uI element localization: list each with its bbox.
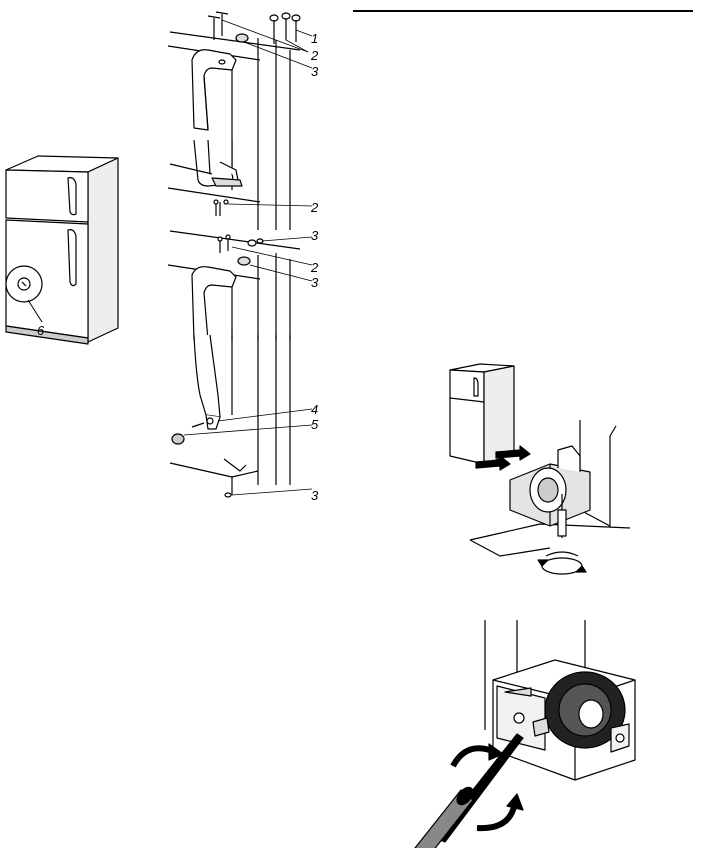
callout-1: 1 xyxy=(311,31,319,46)
section-divider xyxy=(353,10,693,12)
refrigerator-overview-figure xyxy=(5,155,119,345)
callout-2-lower: 2 xyxy=(311,260,319,275)
leveling-roller-figure xyxy=(449,363,631,575)
freezer-handle-top-figure xyxy=(167,11,313,140)
callout-3-lower: 3 xyxy=(311,275,319,290)
fresh-food-handle-bottom-figure xyxy=(169,334,313,498)
adjusting-screw-figure xyxy=(414,620,636,848)
callout-2-mid: 2 xyxy=(311,200,319,215)
callout-6: 6 xyxy=(37,323,45,338)
callout-2-top: 2 xyxy=(311,48,319,63)
callout-3-bottom: 3 xyxy=(311,488,319,503)
freezer-handle-bottom-figure xyxy=(167,139,313,230)
fresh-food-handle-top-figure xyxy=(167,230,313,341)
callout-3-top: 3 xyxy=(311,64,319,79)
callout-3-mid: 3 xyxy=(311,228,319,243)
callout-5: 5 xyxy=(311,417,319,432)
callout-4: 4 xyxy=(311,402,319,417)
